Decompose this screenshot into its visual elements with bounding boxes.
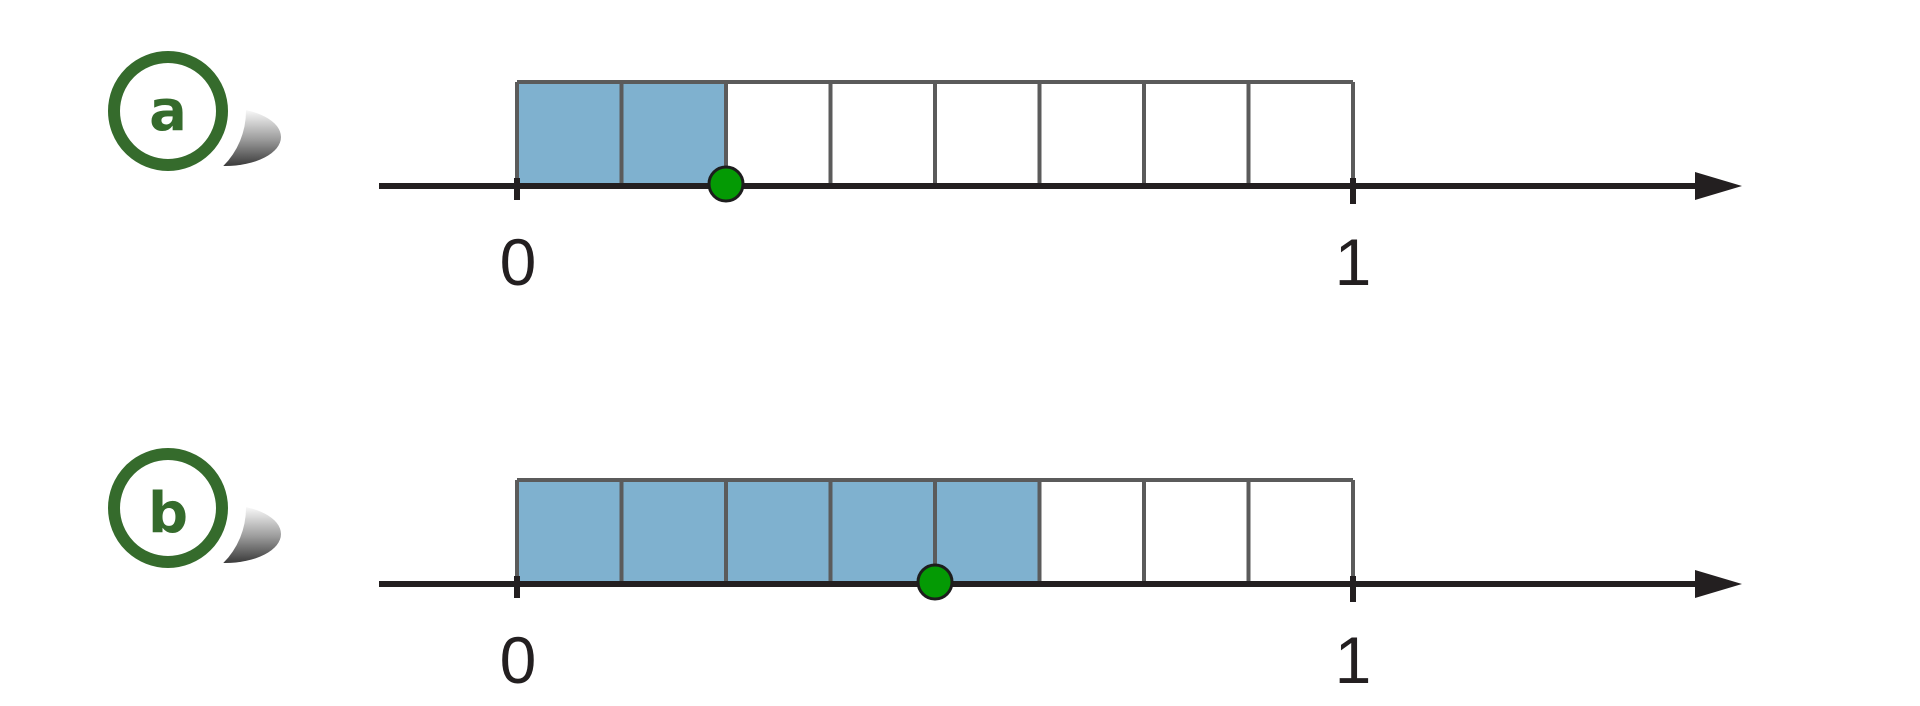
marked-point xyxy=(707,165,745,203)
shaded-cell xyxy=(830,480,935,582)
badge-letter-b: b xyxy=(148,481,188,546)
empty-cell xyxy=(726,82,831,184)
empty-cell xyxy=(1039,82,1144,184)
badge-b: b xyxy=(90,430,281,586)
grid-strip-b xyxy=(515,478,1355,582)
shaded-cell xyxy=(621,82,726,184)
panel-b: b 0 1 xyxy=(90,430,1742,697)
cells-a xyxy=(517,82,1353,184)
badge-ring xyxy=(108,51,228,171)
shaded-cell xyxy=(935,480,1040,582)
axis-arrowhead xyxy=(1695,172,1742,200)
tick-label-1: 1 xyxy=(1335,225,1372,299)
shaded-cell xyxy=(517,82,622,184)
empty-cell xyxy=(1039,480,1144,582)
badge-a: a xyxy=(90,33,281,189)
empty-cell xyxy=(1144,480,1249,582)
empty-cell xyxy=(935,82,1040,184)
dividers-b xyxy=(515,480,1355,582)
number-line-b: 0 1 xyxy=(379,563,1742,697)
marked-point xyxy=(916,563,954,601)
tick-label-1: 1 xyxy=(1335,623,1372,697)
badge-letter-a: a xyxy=(149,79,187,144)
axis-arrowhead xyxy=(1695,570,1742,598)
grid-strip-a xyxy=(515,80,1355,184)
shaded-cell xyxy=(517,480,622,582)
shaded-cell xyxy=(621,480,726,582)
empty-cell xyxy=(1248,480,1353,582)
badge-ring xyxy=(108,448,228,568)
panel-a: a 0 1 xyxy=(90,33,1742,299)
number-line-a: 0 1 xyxy=(379,165,1742,299)
dividers-a xyxy=(515,82,1355,184)
cells-b xyxy=(517,480,1353,582)
empty-cell xyxy=(1144,82,1249,184)
tick-label-0: 0 xyxy=(500,623,537,697)
tick-label-0: 0 xyxy=(500,225,537,299)
empty-cell xyxy=(1248,82,1353,184)
empty-cell xyxy=(830,82,935,184)
shaded-cell xyxy=(726,480,831,582)
